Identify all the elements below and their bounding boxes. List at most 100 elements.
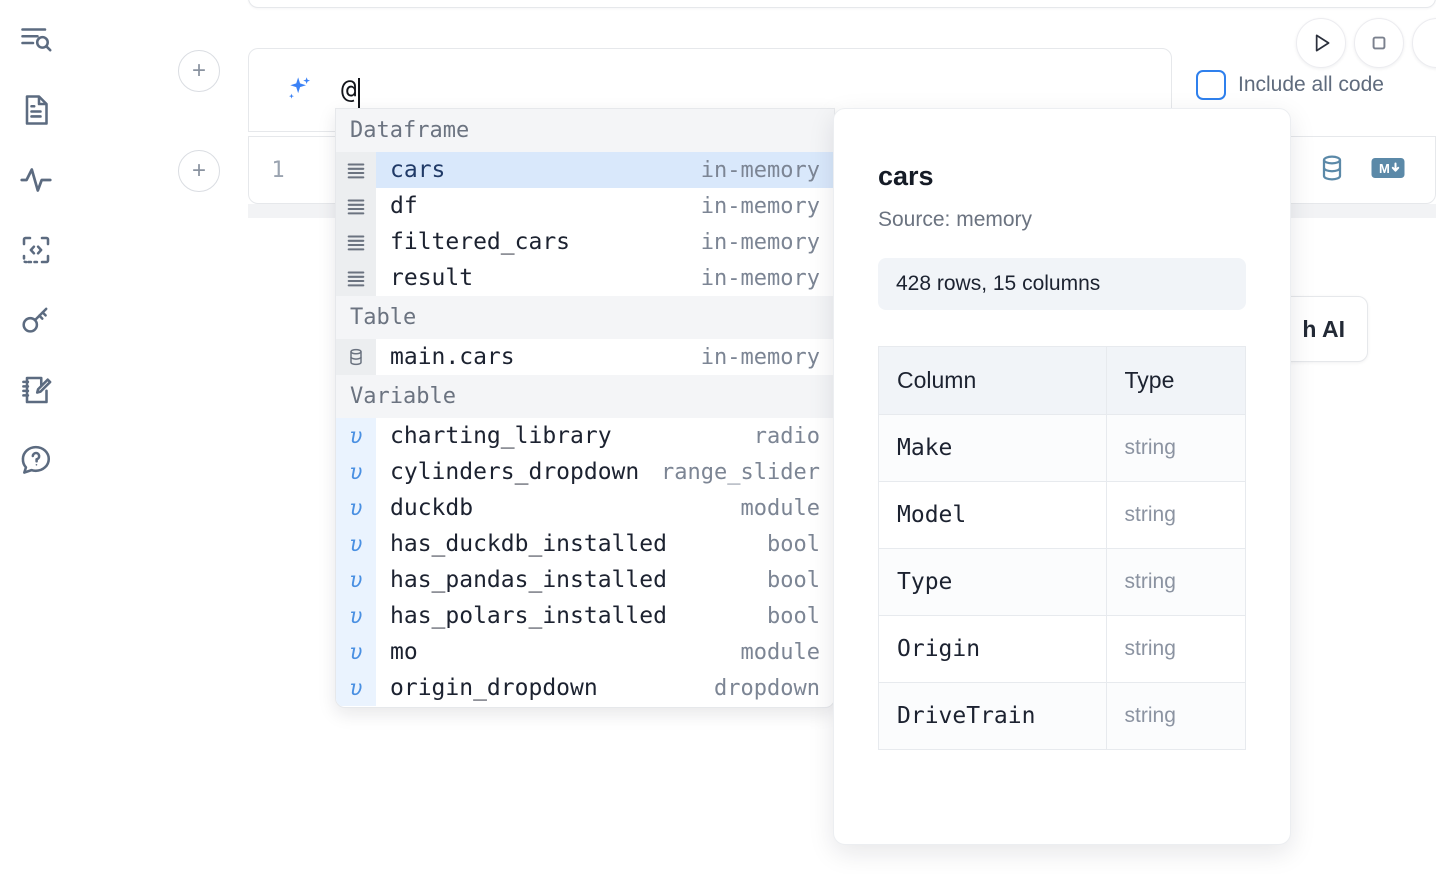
- autocomplete-item-meta: in-memory: [700, 265, 820, 291]
- ai-prompt-value: @: [341, 75, 357, 105]
- variable-icon: υ: [336, 490, 376, 526]
- autocomplete-item-name: cylinders_dropdown: [390, 459, 640, 485]
- left-icon-rail: [0, 0, 72, 874]
- autocomplete-item-meta: bool: [767, 567, 820, 593]
- autocomplete-item-name: cars: [390, 157, 446, 183]
- run-controls: [1296, 18, 1436, 68]
- preview-title: cars: [878, 161, 934, 191]
- key-secrets-icon[interactable]: [14, 298, 58, 342]
- autocomplete-item-name: filtered_cars: [390, 229, 571, 255]
- autocomplete-item-name: mo: [390, 639, 418, 665]
- include-all-code-checkbox[interactable]: [1196, 70, 1226, 100]
- plus-icon: +: [191, 57, 206, 84]
- preview-column-name: Type: [878, 548, 1107, 616]
- preview-column-type: string: [1105, 481, 1247, 549]
- preview-source: Source: memory: [878, 208, 1033, 231]
- autocomplete-item-meta: bool: [767, 531, 820, 557]
- preview-column-type: string: [1105, 548, 1247, 616]
- dataframe-preview-panel: cars Source: memory 428 rows, 15 columns…: [833, 108, 1291, 845]
- autocomplete-item[interactable]: df in-memory: [336, 188, 834, 224]
- include-all-code-label: Include all code: [1238, 73, 1384, 96]
- database-icon: [336, 339, 376, 375]
- add-cell-below-button[interactable]: +: [178, 150, 220, 192]
- dataframe-icon: [336, 224, 376, 260]
- variable-icon: υ: [336, 598, 376, 634]
- markdown-icon[interactable]: M: [1371, 156, 1405, 185]
- stop-button[interactable]: [1354, 18, 1404, 68]
- autocomplete-item[interactable]: υ has_polars_installed bool: [336, 598, 834, 634]
- autocomplete-item-name: result: [390, 265, 474, 291]
- run-button[interactable]: [1296, 18, 1346, 68]
- autocomplete-item-meta: in-memory: [700, 157, 820, 183]
- previous-cell: [248, 0, 1436, 8]
- autocomplete-item-meta: in-memory: [700, 344, 820, 370]
- autocomplete-item-name: df: [390, 193, 418, 219]
- variable-icon: υ: [336, 634, 376, 670]
- autocomplete-item-meta: range_slider: [661, 459, 820, 485]
- help-chat-icon[interactable]: [14, 438, 58, 482]
- dataframe-icon: [336, 188, 376, 224]
- autocomplete-item-name: has_polars_installed: [390, 603, 667, 629]
- autocomplete-item-meta: module: [740, 639, 820, 665]
- preview-column-header: Column: [878, 346, 1107, 415]
- autocomplete-item-meta: in-memory: [700, 193, 820, 219]
- variable-icon: υ: [336, 418, 376, 454]
- scratchpad-edit-icon[interactable]: [14, 368, 58, 412]
- autocomplete-item-meta: bool: [767, 603, 820, 629]
- notebook-file-icon[interactable]: [14, 88, 58, 132]
- autocomplete-group-header: Variable: [336, 375, 834, 418]
- dataframe-icon: [336, 260, 376, 296]
- autocomplete-dropdown[interactable]: Dataframe cars in-memory df in-memory filtere…: [335, 108, 835, 708]
- autocomplete-item[interactable]: main.cars in-memory: [336, 339, 834, 375]
- preview-column-type: string: [1105, 615, 1247, 683]
- autocomplete-item-name: has_duckdb_installed: [390, 531, 667, 557]
- svg-text:M: M: [1379, 161, 1390, 176]
- preview-column-header: Type: [1105, 346, 1247, 415]
- code-snippet-icon[interactable]: [14, 228, 58, 272]
- preview-column-name: DriveTrain: [878, 682, 1107, 750]
- preview-column-type: string: [1105, 414, 1247, 482]
- autocomplete-item[interactable]: cars in-memory: [336, 152, 834, 188]
- cell-action-icons: M: [1317, 153, 1435, 188]
- autocomplete-item-meta: module: [740, 495, 820, 521]
- explore-search-icon[interactable]: [14, 18, 58, 62]
- autocomplete-item-name: duckdb: [390, 495, 474, 521]
- include-all-code-row: Include all code: [1196, 70, 1384, 100]
- autocomplete-item[interactable]: υ cylinders_dropdown range_slider: [336, 454, 834, 490]
- autocomplete-group-header: Dataframe: [336, 109, 834, 152]
- line-number: 1: [271, 157, 285, 183]
- autocomplete-item[interactable]: result in-memory: [336, 260, 834, 296]
- dataframe-icon: [336, 152, 376, 188]
- variable-icon: υ: [336, 670, 376, 706]
- autocomplete-item-name: charting_library: [390, 423, 612, 449]
- more-actions-button[interactable]: [1412, 18, 1436, 68]
- add-cell-above-button[interactable]: +: [178, 50, 220, 92]
- text-caret: [357, 78, 360, 108]
- preview-column-name: Make: [878, 414, 1107, 482]
- generate-with-ai-label: h AI: [1302, 315, 1345, 342]
- preview-column-name: Origin: [878, 615, 1107, 683]
- autocomplete-item-name: main.cars: [390, 344, 515, 370]
- database-icon[interactable]: [1317, 153, 1347, 188]
- ai-prompt-input[interactable]: @: [341, 70, 1151, 110]
- activity-pulse-icon[interactable]: [14, 158, 58, 202]
- autocomplete-group-header: Table: [336, 296, 834, 339]
- preview-column-type: string: [1105, 682, 1247, 750]
- plus-icon: +: [191, 157, 206, 184]
- autocomplete-item-name: has_pandas_installed: [390, 567, 667, 593]
- variable-icon: υ: [336, 454, 376, 490]
